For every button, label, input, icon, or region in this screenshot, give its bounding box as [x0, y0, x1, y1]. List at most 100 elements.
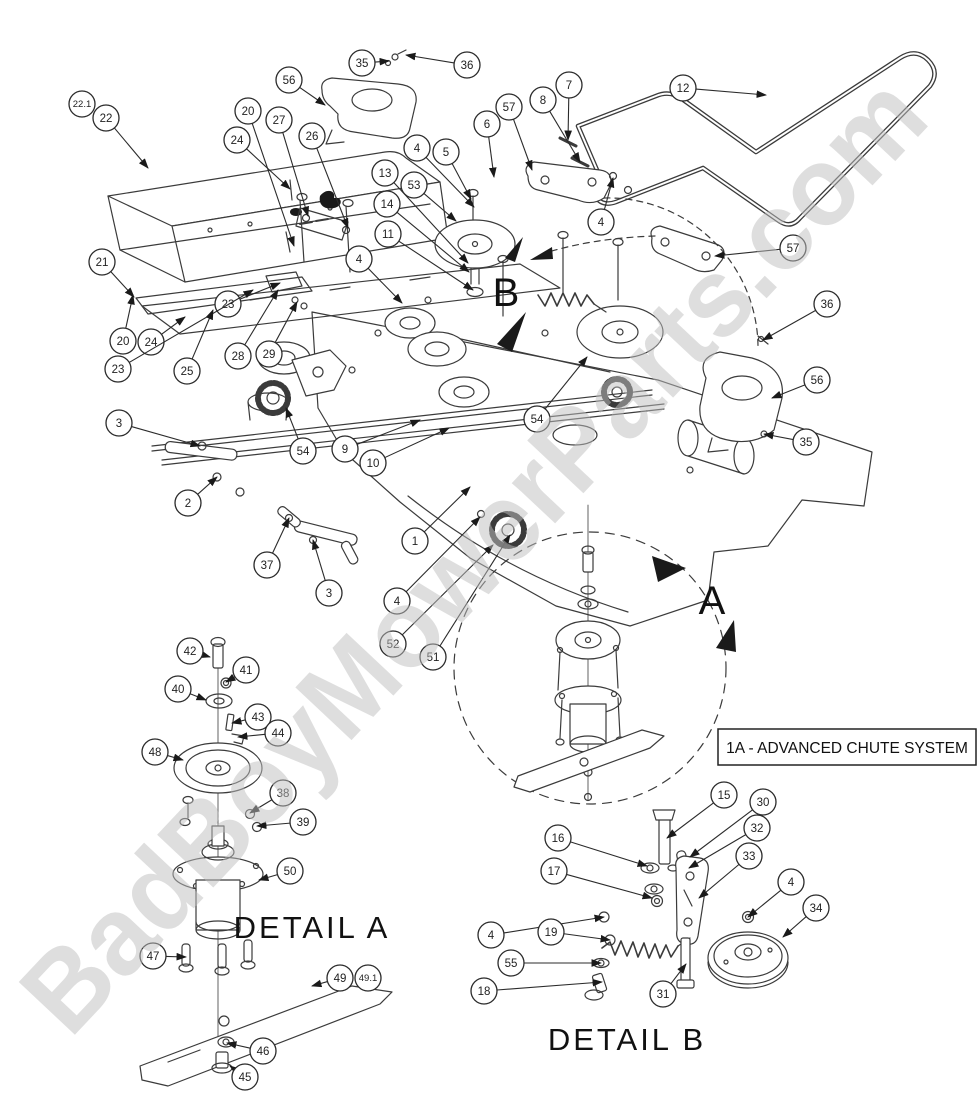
balloon-number: 20 [242, 106, 255, 118]
leader-line [496, 978, 603, 991]
balloon-number: 10 [367, 458, 380, 470]
detail-a-label: DETAIL A [234, 910, 391, 945]
part-balloon-13: 13 [371, 159, 469, 264]
balloon-circle [371, 159, 399, 187]
leader-line [512, 119, 533, 171]
part-balloon-49.1: 49.1 [354, 964, 382, 992]
part-balloon-6: 6 [473, 110, 501, 178]
balloon-number: 7 [566, 80, 572, 92]
balloon-circle [104, 355, 132, 383]
balloon-number: 25 [181, 366, 194, 378]
balloon-number: 5 [443, 147, 449, 159]
part-balloon-51: 51 [419, 534, 511, 671]
leader-line [128, 289, 254, 363]
part-balloon-22.1: 22.1 [68, 90, 96, 118]
balloon-number: 26 [306, 131, 319, 143]
balloon-circle [749, 788, 777, 816]
balloon-number: 55 [505, 958, 518, 970]
balloon-number: 49 [334, 973, 347, 985]
leader-line [688, 834, 747, 869]
part-balloon-7: 7 [555, 71, 583, 141]
balloon-number: 4 [788, 877, 795, 889]
balloon-circle [587, 208, 615, 236]
part-balloon-46: 46 [226, 1037, 277, 1065]
view-b-letter: B [493, 271, 520, 315]
balloon-number: 17 [548, 866, 561, 878]
part-balloon-10: 10 [359, 427, 450, 477]
part-balloon-32: 32 [688, 814, 771, 869]
balloon-circle [253, 551, 281, 579]
balloon-circle [359, 449, 387, 477]
balloon-number: 54 [531, 414, 544, 426]
detail-view-a-circle [453, 504, 736, 805]
leader-line [425, 156, 475, 208]
part-balloon-35: 35 [763, 428, 820, 456]
leader-line [272, 517, 290, 554]
caster-bracket [291, 349, 347, 397]
leader-line [439, 534, 511, 647]
balloon-number: 4 [394, 596, 401, 608]
part-balloon-4: 4 [345, 245, 403, 304]
balloon-number: 24 [231, 135, 244, 147]
part-balloon-35: 35 [348, 49, 390, 77]
balloon-circle [555, 71, 583, 99]
balloon-number: 54 [297, 446, 310, 458]
balloon-number: 35 [800, 437, 813, 449]
balloon-circle [403, 134, 431, 162]
part-balloon-28: 28 [224, 289, 279, 370]
balloon-number: 14 [381, 199, 394, 211]
balloon-circle [354, 964, 382, 992]
balloon-circle [710, 781, 738, 809]
balloon-circle [232, 656, 260, 684]
balloon-circle [470, 977, 498, 1005]
balloon-circle [453, 51, 481, 79]
leader-line [199, 650, 211, 658]
flow-arrow-b [497, 235, 656, 352]
balloon-circle [289, 437, 317, 465]
part-balloon-48: 48 [141, 738, 184, 766]
leader-line [666, 802, 714, 839]
leader-line [285, 407, 299, 440]
balloon-number: 57 [787, 243, 800, 255]
balloon-circle [223, 126, 251, 154]
balloon-number: 44 [272, 728, 285, 740]
leader-line [423, 193, 457, 222]
leader-line [311, 979, 328, 988]
part-balloon-2: 2 [174, 476, 218, 517]
balloon-number: 4 [488, 930, 495, 942]
balloon-number: 37 [261, 560, 274, 572]
balloon-number: 4 [356, 254, 363, 266]
balloon-number: 39 [297, 817, 310, 829]
part-balloon-4: 4 [383, 516, 481, 615]
balloon-number: 30 [757, 797, 770, 809]
part-balloon-25: 25 [173, 309, 214, 385]
part-balloon-4: 4 [747, 868, 805, 918]
balloon-number: 6 [484, 119, 490, 131]
part-balloon-34: 34 [782, 894, 830, 938]
leader-line [603, 177, 615, 210]
leader-line [246, 148, 291, 190]
balloon-number: 38 [277, 788, 290, 800]
balloon-number: 29 [263, 349, 276, 361]
balloon-number: 52 [387, 639, 400, 651]
leader-line [165, 952, 187, 961]
leader-line [229, 1065, 240, 1075]
part-balloon-55: 55 [497, 949, 602, 977]
leader-line [299, 86, 326, 106]
part-balloon-52: 52 [379, 544, 494, 658]
part-balloon-14: 14 [373, 190, 470, 273]
leader-line [714, 248, 781, 259]
balloon-circle [401, 527, 429, 555]
part-balloon-43: 43 [231, 703, 272, 731]
balloon-circle [432, 138, 460, 166]
balloon-number: 18 [478, 986, 491, 998]
leader-line [401, 544, 494, 636]
part-balloon-42: 42 [176, 637, 211, 665]
chute-note-box: 1A - ADVANCED CHUTE SYSTEM [717, 728, 977, 766]
part-balloon-39: 39 [256, 808, 317, 836]
balloon-circle [803, 366, 831, 394]
balloon-number: 36 [461, 60, 474, 72]
balloon-circle [735, 842, 763, 870]
leader-line [566, 873, 653, 900]
